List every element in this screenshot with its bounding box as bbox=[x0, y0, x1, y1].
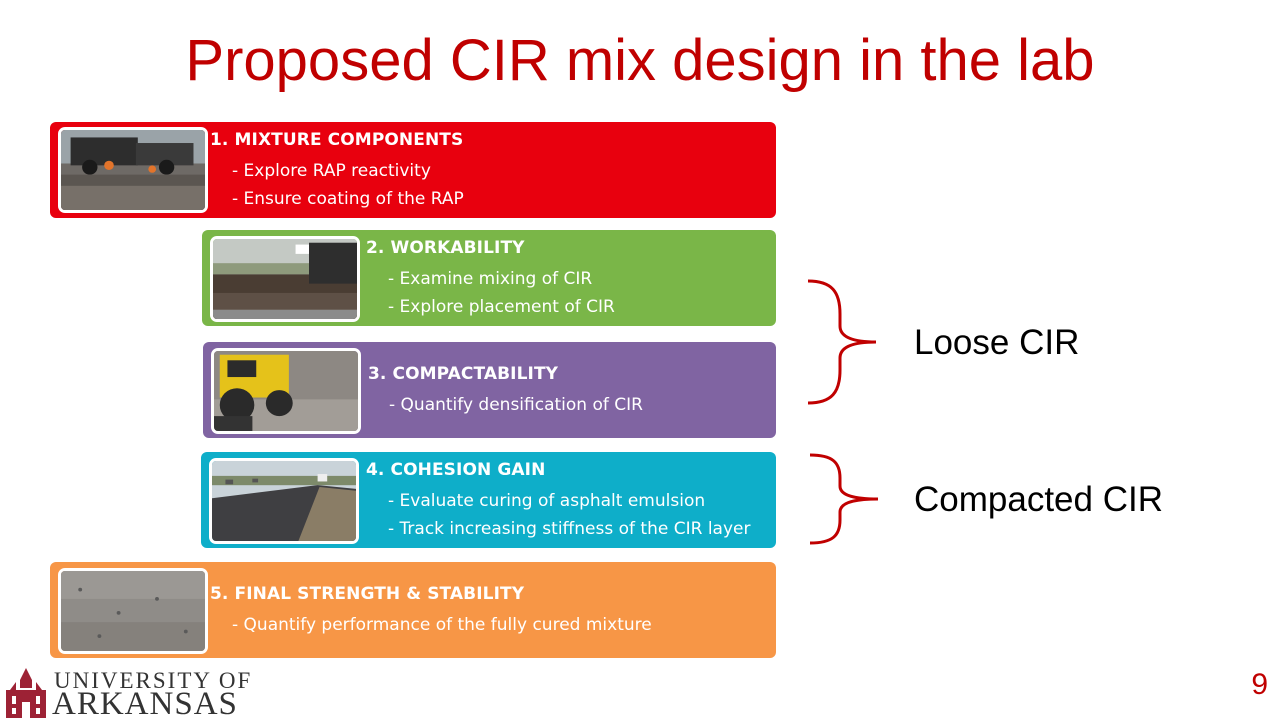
compacted-cir-label: Compacted CIR bbox=[914, 480, 1163, 519]
step-4-line-2: - Track increasing stiffness of the CIR … bbox=[388, 519, 751, 539]
step-5-line-1: - Quantify performance of the fully cure… bbox=[232, 615, 652, 635]
step-3-line-1: - Quantify densification of CIR bbox=[389, 395, 643, 415]
step-5-photo bbox=[58, 568, 208, 654]
step-4-heading: 4. COHESION GAIN bbox=[366, 460, 546, 480]
step-2-box: 2. WORKABILITY - Examine mixing of CIR -… bbox=[202, 230, 776, 326]
step-1-box: 1. MIXTURE COMPONENTS - Explore RAP reac… bbox=[50, 122, 776, 218]
step-4-line-1: - Evaluate curing of asphalt emulsion bbox=[388, 491, 706, 511]
slide-title: Proposed CIR mix design in the lab bbox=[185, 28, 1095, 93]
logo-arkansas: ARKANSAS bbox=[52, 686, 238, 722]
loose-cir-label: Loose CIR bbox=[914, 323, 1080, 362]
step-3-heading: 3. COMPACTABILITY bbox=[368, 364, 559, 384]
loose-cir-brace bbox=[807, 279, 877, 405]
compacted-cir-brace bbox=[809, 453, 879, 545]
step-5-heading: 5. FINAL STRENGTH & STABILITY bbox=[210, 584, 525, 604]
page-number: 9 bbox=[1251, 668, 1268, 701]
step-2-line-1: - Examine mixing of CIR bbox=[388, 269, 593, 289]
university-logo: UNIVERSITY OF ARKANSAS bbox=[2, 664, 250, 722]
step-5-box: 5. FINAL STRENGTH & STABILITY - Quantify… bbox=[50, 562, 776, 658]
step-4-photo bbox=[209, 458, 359, 544]
step-1-line-2: - Ensure coating of the RAP bbox=[232, 189, 464, 209]
logo-university-of: UNIVERSITY OF bbox=[54, 668, 253, 693]
step-4-box: 4. COHESION GAIN - Evaluate curing of as… bbox=[201, 452, 776, 548]
step-1-heading: 1. MIXTURE COMPONENTS bbox=[210, 130, 464, 150]
step-2-photo bbox=[210, 236, 360, 322]
step-1-line-1: - Explore RAP reactivity bbox=[232, 161, 431, 181]
step-2-heading: 2. WORKABILITY bbox=[366, 238, 525, 258]
old-main-emblem-icon bbox=[4, 666, 48, 720]
step-3-photo bbox=[211, 348, 361, 434]
step-1-photo bbox=[58, 127, 208, 213]
step-2-line-2: - Explore placement of CIR bbox=[388, 297, 615, 317]
step-3-box: 3. COMPACTABILITY - Quantify densificati… bbox=[203, 342, 776, 438]
